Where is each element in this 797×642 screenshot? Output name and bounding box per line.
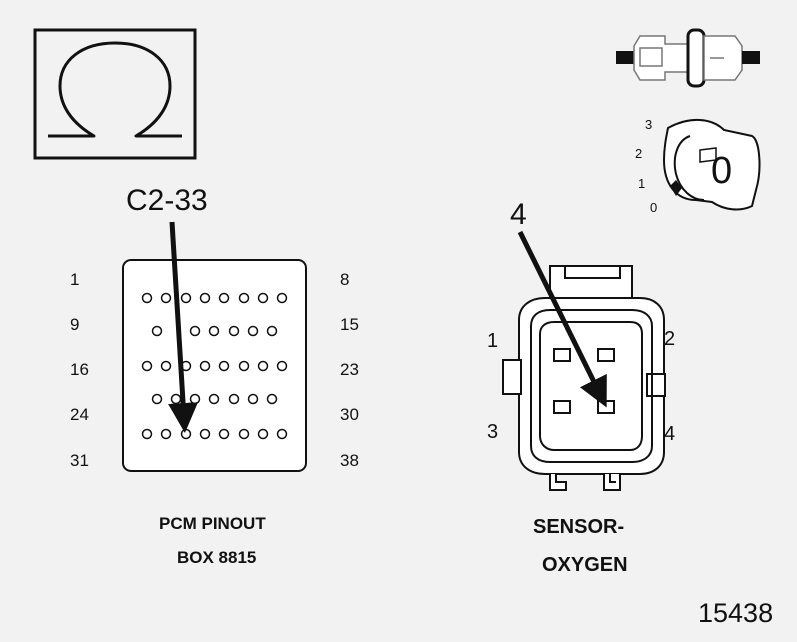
pcm-pin-hole — [257, 292, 269, 304]
pcm-pin-hole — [228, 325, 240, 337]
pcm-pin-hole — [266, 325, 278, 337]
pcm-pin-hole — [218, 360, 230, 372]
pcm-row-label-left-2: 9 — [70, 315, 80, 334]
ignition-key-switch — [662, 118, 761, 211]
key-position-3: 3 — [645, 117, 653, 132]
pcm-callout-arrow — [168, 221, 199, 433]
pcm-pin-hole — [199, 360, 211, 372]
sensor-callout-label: 4 — [510, 198, 527, 231]
pcm-pin-hole — [276, 292, 288, 304]
pcm-pin-hole — [199, 428, 211, 440]
pcm-row-label-right-5: 38 — [340, 451, 359, 470]
sensor-pin-label-4: 4 — [664, 423, 676, 445]
key-position-0: 0 — [650, 200, 658, 215]
sensor-caption-line1: SENSOR- — [533, 516, 625, 538]
key-current-position: 0 — [711, 150, 733, 192]
pcm-pin-hole — [257, 360, 269, 372]
pcm-caption-line2: BOX 8815 — [177, 548, 257, 567]
pcm-pin-hole — [247, 325, 259, 337]
sensor-pin-label-1: 1 — [487, 330, 499, 352]
pcm-row-label-left-5: 31 — [70, 451, 89, 470]
key-position-1: 1 — [638, 176, 646, 191]
pcm-pin-hole — [141, 360, 153, 372]
pcm-pin-hole — [218, 292, 230, 304]
pcm-pin-hole — [199, 292, 211, 304]
pcm-row-label-left-3: 16 — [70, 360, 89, 379]
pcm-row-label-left-4: 24 — [70, 405, 89, 424]
sensor-callout-arrow — [517, 230, 607, 408]
pcm-row-label-right-1: 8 — [340, 270, 350, 289]
pcm-caption-line1: PCM PINOUT — [159, 514, 266, 533]
pcm-pin-hole — [208, 393, 220, 405]
pcm-pin-hole — [228, 393, 240, 405]
pcm-pin-hole — [170, 393, 182, 405]
pcm-pin-hole — [276, 360, 288, 372]
pcm-pin-grid — [141, 292, 288, 440]
sensor-pin-4 — [597, 400, 615, 414]
pcm-pin-hole — [257, 428, 269, 440]
sensor-caption-line2: OXYGEN — [542, 554, 628, 576]
pcm-row-label-right-2: 15 — [340, 315, 359, 334]
pcm-pin-hole — [141, 292, 153, 304]
oxygen-sensor-connector — [502, 265, 666, 491]
pcm-pin-hole — [189, 393, 201, 405]
pcm-pin-hole — [218, 428, 230, 440]
pcm-pin-hole — [180, 428, 192, 440]
sensor-pin-3 — [553, 400, 571, 414]
pcm-row-label-right-4: 30 — [340, 405, 359, 424]
key-position-2: 2 — [635, 146, 643, 161]
pcm-pin-hole — [266, 393, 278, 405]
pcm-pin-hole — [238, 292, 250, 304]
pcm-pin-hole — [238, 428, 250, 440]
pcm-pin-hole — [247, 393, 259, 405]
pcm-pin-hole — [160, 428, 172, 440]
pcm-pin-hole — [208, 325, 220, 337]
pcm-pin-hole — [141, 428, 153, 440]
pcm-callout-label: C2-33 — [126, 184, 208, 217]
pcm-pin-hole — [180, 292, 192, 304]
figure-number: 15438 — [698, 598, 774, 628]
pcm-pin-hole — [238, 360, 250, 372]
pcm-pin-hole — [151, 325, 163, 337]
sensor-pin-label-3: 3 — [487, 421, 499, 443]
sensor-pin-2 — [597, 348, 615, 362]
pcm-pin-hole — [160, 292, 172, 304]
sensor-pin-1 — [553, 348, 571, 362]
pcm-row-label-right-3: 23 — [340, 360, 359, 379]
pcm-pinout-box — [122, 259, 307, 472]
pcm-pin-hole — [151, 393, 163, 405]
connector-disconnected-icon — [616, 28, 760, 88]
pcm-pin-hole — [189, 325, 201, 337]
pcm-pin-hole — [160, 360, 172, 372]
pcm-row-label-left-1: 1 — [70, 270, 80, 289]
sensor-pin-label-2: 2 — [664, 328, 676, 350]
pcm-pin-hole — [276, 428, 288, 440]
ohmmeter-symbol — [33, 28, 197, 160]
